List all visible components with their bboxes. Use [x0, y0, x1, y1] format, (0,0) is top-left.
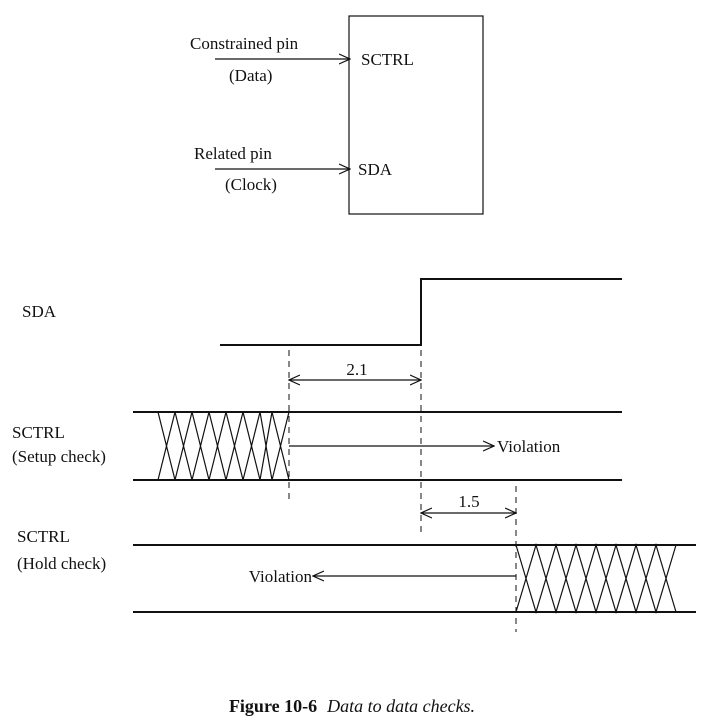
sda-waveform: [220, 278, 622, 346]
figure-caption-text: Data to data checks.: [326, 696, 475, 716]
related-pin-sublabel: (Clock): [225, 175, 277, 194]
cell-block: [348, 15, 484, 215]
sda-pin-label: SDA: [358, 160, 393, 179]
hold-waveform: [133, 542, 696, 615]
setup-waveform-sublabel: (Setup check): [12, 447, 106, 466]
sda-waveform-label: SDA: [22, 302, 57, 321]
setup-violation-label: Violation: [497, 437, 561, 456]
hold-interval-value: 1.5: [458, 492, 479, 511]
hold-waveform-label: SCTRL: [17, 527, 70, 546]
hold-violation-label: Violation: [249, 567, 313, 586]
constrained-pin-label: Constrained pin: [190, 34, 299, 53]
figure-number: Figure 10-6: [229, 696, 317, 716]
figure-caption: Figure 10-6 Data to data checks.: [229, 696, 475, 716]
setup-waveform: [133, 411, 622, 481]
setup-waveform-label: SCTRL: [12, 423, 65, 442]
sctrl-pin-label: SCTRL: [361, 50, 414, 69]
hold-waveform-sublabel: (Hold check): [17, 554, 106, 573]
constrained-pin-sublabel: (Data): [229, 66, 272, 85]
related-pin-label: Related pin: [194, 144, 272, 163]
setup-interval-value: 2.1: [346, 360, 367, 379]
